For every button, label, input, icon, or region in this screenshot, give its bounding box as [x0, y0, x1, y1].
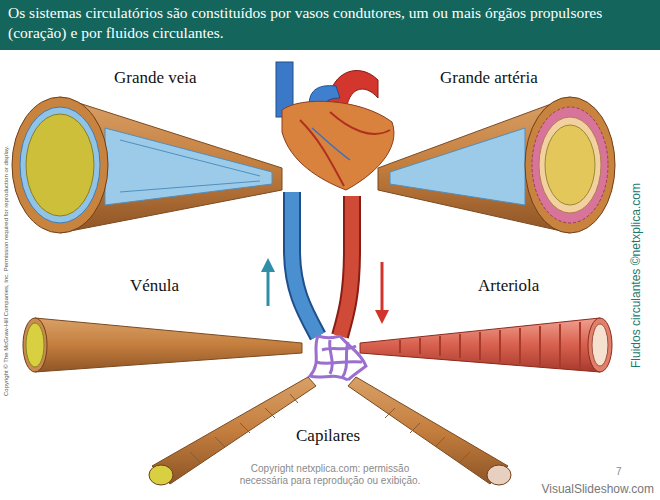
vessel-label: Grande artéria — [440, 68, 538, 88]
watermark: Fluidos circulantes ©netxplica.com — [629, 183, 643, 368]
vessel-label: Capilares — [296, 426, 360, 446]
flow-arrow — [261, 258, 275, 306]
vein-tube — [292, 192, 318, 336]
vein-tube — [292, 192, 318, 336]
slide-title: Os sistemas circulatórios são constituíd… — [8, 3, 648, 43]
vessel-label: Grande veia — [114, 68, 197, 88]
arteriole — [360, 318, 612, 372]
vessel-label: Vénula — [130, 276, 179, 296]
large-artery — [378, 97, 615, 233]
artery-tube — [340, 196, 352, 336]
artery-tube — [340, 196, 352, 336]
heart — [276, 62, 394, 190]
venule — [23, 318, 302, 372]
capillary-network — [310, 336, 366, 380]
copyright-note: Copyright © The McGraw-Hill Companies, I… — [3, 146, 10, 396]
copyright-note: Copyright netxplica.com: permissão neces… — [232, 463, 428, 487]
flow-arrow — [375, 262, 389, 324]
large-vein — [12, 97, 282, 233]
watermark: VisualSlideshow.com — [541, 482, 654, 496]
vessel-label: Arteriola — [478, 276, 539, 296]
slide-number: 7 — [616, 466, 622, 478]
